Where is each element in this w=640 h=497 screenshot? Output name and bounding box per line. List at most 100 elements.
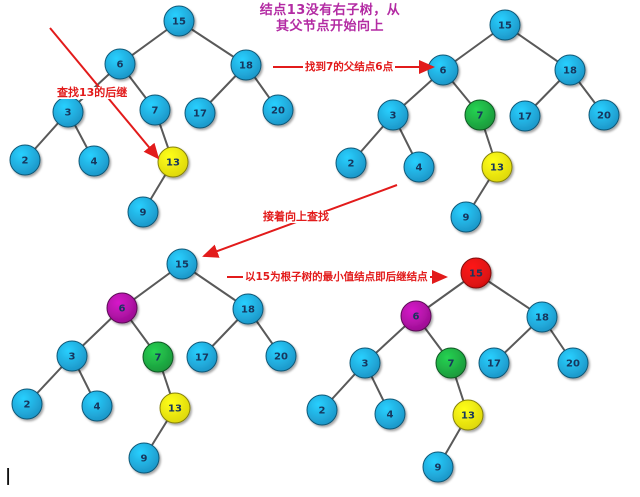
tree-top-right-node-9: 9 — [450, 201, 482, 233]
node-label: 13 — [490, 163, 504, 174]
node-label: 3 — [65, 108, 72, 119]
tree-top-right-node-3: 3 — [377, 99, 409, 131]
node-label: 3 — [390, 111, 397, 122]
note-line2: 其父节点开始向上 — [275, 19, 384, 34]
node-label: 13 — [168, 404, 182, 415]
node-circle — [335, 147, 367, 179]
tree-bottom-left-node-20: 20 — [265, 340, 297, 372]
node-label: 2 — [348, 159, 355, 170]
tree-bottom-right-node-7: 7 — [435, 347, 467, 379]
node-label: 6 — [117, 60, 124, 71]
node-circle — [232, 293, 264, 325]
node-circle — [489, 9, 521, 41]
tree-bottom-right-node-3: 3 — [349, 347, 381, 379]
node-label: 20 — [274, 352, 288, 363]
node-label: 3 — [69, 352, 76, 363]
label-min-node-successor: 以15为根子树的最小值结点即后继结点 — [243, 271, 430, 283]
tree-top-left-node-20: 20 — [262, 94, 294, 126]
tree-top-left-node-3: 3 — [52, 96, 84, 128]
tree-top-left-node-7: 7 — [139, 94, 171, 126]
node-label: 2 — [319, 406, 326, 417]
node-circle — [452, 399, 484, 431]
node-circle — [166, 248, 198, 280]
node-label: 20 — [597, 111, 611, 122]
node-circle — [78, 145, 110, 177]
node-label: 13 — [166, 158, 180, 169]
tree-bottom-right-node-9: 9 — [422, 451, 454, 483]
node-circle — [159, 392, 191, 424]
node-label: 6 — [440, 66, 447, 77]
node-circle — [81, 390, 113, 422]
tree-bottom-left-node-13: 13 — [159, 392, 191, 424]
node-circle — [526, 301, 558, 333]
node-label: 13 — [461, 411, 475, 422]
node-label: 7 — [477, 111, 484, 122]
node-circle — [11, 388, 43, 420]
note-no-right-subtree: 结点13没有右子树，从 其父节点开始向上 — [224, 3, 436, 35]
node-label: 17 — [193, 109, 207, 120]
node-circle — [460, 257, 492, 289]
tree-bottom-right-node-2: 2 — [306, 394, 338, 426]
node-circle — [186, 341, 218, 373]
tree-top-left-node-4: 4 — [78, 145, 110, 177]
node-circle — [128, 442, 160, 474]
tree-bottom-right-node-15: 15 — [460, 257, 492, 289]
node-label: 17 — [487, 359, 501, 370]
node-circle — [157, 146, 189, 178]
node-label: 7 — [152, 106, 159, 117]
node-circle — [400, 300, 432, 332]
tree-bottom-right-node-13: 13 — [452, 399, 484, 431]
node-circle — [163, 5, 195, 37]
tree-top-left-node-18: 18 — [230, 49, 262, 81]
tree-bottom-left-node-2: 2 — [11, 388, 43, 420]
node-label: 17 — [195, 353, 209, 364]
node-circle — [184, 97, 216, 129]
node-label: 6 — [119, 304, 126, 315]
node-circle — [403, 151, 435, 183]
node-label: 18 — [563, 66, 577, 77]
node-label: 15 — [498, 21, 512, 32]
node-circle — [374, 398, 406, 430]
tree-bottom-left-node-17: 17 — [186, 341, 218, 373]
node-circle — [265, 340, 297, 372]
node-label: 4 — [94, 402, 101, 413]
tree-top-right-node-7: 7 — [464, 99, 496, 131]
node-label: 4 — [91, 157, 98, 168]
tree-bottom-left-node-15: 15 — [166, 248, 198, 280]
tree-top-right-node-18: 18 — [554, 54, 586, 86]
node-circle — [56, 340, 88, 372]
node-circle — [450, 201, 482, 233]
node-circle — [142, 341, 174, 373]
tree-bottom-left-node-4: 4 — [81, 390, 113, 422]
node-circle — [349, 347, 381, 379]
tree-top-left-node-15: 15 — [163, 5, 195, 37]
node-label: 4 — [387, 410, 394, 421]
node-circle — [509, 100, 541, 132]
tree-top-left-node-9: 9 — [127, 196, 159, 228]
tree-top-right-node-15: 15 — [489, 9, 521, 41]
node-circle — [9, 144, 41, 176]
tree-bottom-left-node-9: 9 — [128, 442, 160, 474]
node-label: 18 — [241, 305, 255, 316]
node-circle — [377, 99, 409, 131]
node-label: 18 — [535, 313, 549, 324]
node-label: 15 — [175, 260, 189, 271]
node-label: 18 — [239, 61, 253, 72]
node-circle — [557, 347, 589, 379]
tree-top-right-node-4: 4 — [403, 151, 435, 183]
node-label: 7 — [448, 359, 455, 370]
node-circle — [106, 292, 138, 324]
node-label: 15 — [172, 17, 186, 28]
label-continue-up: 接着向上查找 — [261, 210, 331, 223]
node-label: 2 — [22, 156, 29, 167]
tree-top-left-node-13: 13 — [157, 146, 189, 178]
node-label: 17 — [518, 112, 532, 123]
tree-top-right-node-6: 6 — [427, 54, 459, 86]
node-circle — [230, 49, 262, 81]
tree-bottom-left-node-7: 7 — [142, 341, 174, 373]
label-found-parent: 找到7的父结点6点 — [303, 61, 396, 73]
node-circle — [464, 99, 496, 131]
node-circle — [481, 151, 513, 183]
